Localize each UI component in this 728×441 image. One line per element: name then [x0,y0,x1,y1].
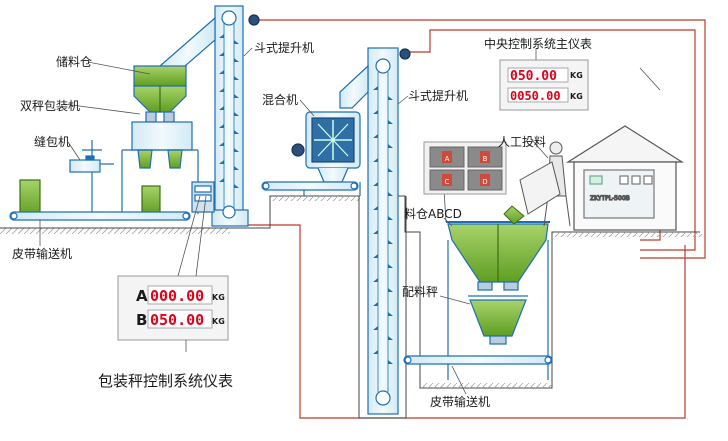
central-controller-label: 中央控制系统主仪表 [484,36,592,51]
central-row-2-value: 0050.00 [510,89,561,103]
belt-conveyor-right-label: 皮带输送机 [430,394,490,409]
storage-bin-label: 储料仓 [56,54,92,69]
bin-cell-c: C [445,178,450,186]
ground-lines [0,195,702,419]
mixer-conveyor [261,181,359,191]
sewing-machine-label: 缝包机 [34,134,70,149]
central-row-1-value: 050.00 [510,69,557,84]
double-scale-packer [121,121,215,215]
belt-conveyor-left [9,211,191,221]
manual-feeding-label: 人工投料 [498,134,546,149]
batching-scale-label: 配料秤 [402,285,438,299]
bucket-elevator-2 [339,47,411,415]
bucket-elevator-1-label: 斗式提升机 [254,40,314,55]
packing-controller-display: A 000.00 KG B 050.00 KG [117,195,229,352]
packing-row-a-letter: A [136,287,148,305]
belt-conveyor-right [403,355,553,365]
packing-controller-label: 包装秤控制系统仪表 [98,372,233,390]
sewing-machine [19,140,114,217]
storage-bin [133,65,187,123]
belt-conveyor-left-label: 皮带输送机 [12,246,72,261]
callout-lines [39,47,661,395]
bin-cell-b: B [483,155,488,163]
mixer [291,111,361,196]
double-scale-packer-label: 双秤包装机 [20,99,80,113]
text-labels: 储料仓 双秤包装机 缝包机 皮带输送机 斗式提升机 混合机 斗式提升机 中央控制… [12,36,592,409]
bin-cell-a: A [445,155,450,163]
control-room: ZKYTPL-500B [565,125,685,231]
batching-scale [468,295,528,345]
central-row-2-unit: KG [570,92,583,101]
bucket-elevator-2-label: 斗式提升机 [408,88,468,103]
packing-row-b-value: 050.00 [150,311,204,329]
central-controller-display: 050.00 KG 0050.00 KG [499,59,589,111]
bin-status-panel: A B C D [423,141,507,195]
packing-row-b-unit: KG [212,317,225,326]
manual-feeding-worker [503,141,571,227]
mixer-label: 混合机 [262,92,298,107]
bin-cell-d: D [482,178,487,186]
central-row-1-unit: KG [570,71,583,80]
packing-row-a-value: 000.00 [150,287,204,305]
packing-row-a-unit: KG [212,293,225,302]
packing-row-b-letter: B [136,311,147,329]
cabinet-model-label: ZKYTPL-500B [590,195,630,202]
feed-bins-abcd [446,221,550,380]
bins-abcd-label: 料仓ABCD [404,207,462,221]
